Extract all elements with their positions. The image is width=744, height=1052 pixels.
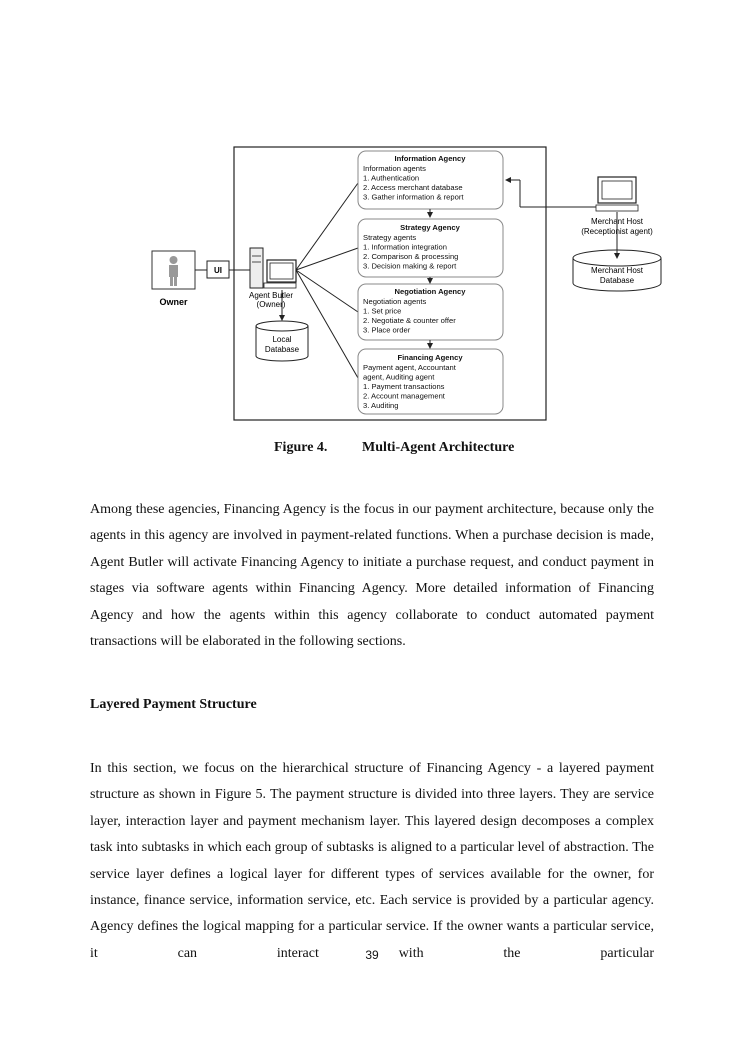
- merchant-database-sublabel: Database: [600, 276, 635, 285]
- figure-title: Multi-Agent Architecture: [362, 440, 515, 455]
- agency-line: 1. Information integration: [363, 243, 447, 252]
- section-heading: Layered Payment Structure: [90, 697, 257, 712]
- agency-line: 2. Negotiate & counter offer: [363, 316, 456, 325]
- agency-line: 3. Decision making & report: [363, 262, 457, 271]
- merchant-database-label: Merchant Host: [591, 266, 644, 275]
- local-database-icon: [255, 320, 309, 362]
- local-database-label: Local: [272, 335, 291, 344]
- agency-line: agent, Auditing agent: [363, 373, 435, 382]
- agency-line: Payment agent, Accountant: [363, 363, 457, 372]
- agency-line: 3. Place order: [363, 326, 411, 335]
- computer-icon: [249, 247, 297, 289]
- body-paragraph: Among these agencies, Financing Agency i…: [90, 502, 654, 650]
- agency-line: 1. Set price: [363, 307, 401, 316]
- agency-line: 2. Comparison & processing: [363, 252, 458, 261]
- multi-agent-architecture-figure: Owner UI Agent Butler (Owner) Local Data…: [151, 146, 662, 421]
- agency-line: 1. Payment transactions: [363, 382, 445, 391]
- agency-title: Strategy Agency: [400, 223, 460, 232]
- agency-box-financing: [357, 348, 504, 415]
- figure-frame: [233, 146, 547, 421]
- agency-line: Information agents: [363, 164, 426, 173]
- agent-butler-label: Agent Butler: [249, 291, 293, 300]
- ui-label: UI: [214, 266, 222, 275]
- agency-line: 3. Gather information & report: [363, 193, 464, 202]
- owner-label: Owner: [159, 297, 188, 307]
- agency-title: Negotiation Agency: [394, 287, 466, 296]
- agency-line: 2. Account management: [363, 392, 446, 401]
- agency-line: 1. Authentication: [363, 174, 419, 183]
- agency-line: 2. Access merchant database: [363, 183, 463, 192]
- merchant-computer-icon: [595, 176, 639, 212]
- agency-title: Financing Agency: [397, 353, 463, 362]
- owner-icon: [151, 250, 196, 290]
- agency-line: Strategy agents: [363, 233, 416, 242]
- agent-butler-sublabel: (Owner): [257, 300, 286, 309]
- agency-line: Negotiation agents: [363, 297, 427, 306]
- figure-number: Figure 4.: [274, 440, 328, 455]
- agency-title: Information Agency: [394, 154, 466, 163]
- body-paragraph: In this section, we focus on the hierarc…: [90, 761, 654, 961]
- agency-line: 3. Auditing: [363, 401, 398, 410]
- page-number: 39: [365, 948, 379, 962]
- local-database-sublabel: Database: [265, 345, 300, 354]
